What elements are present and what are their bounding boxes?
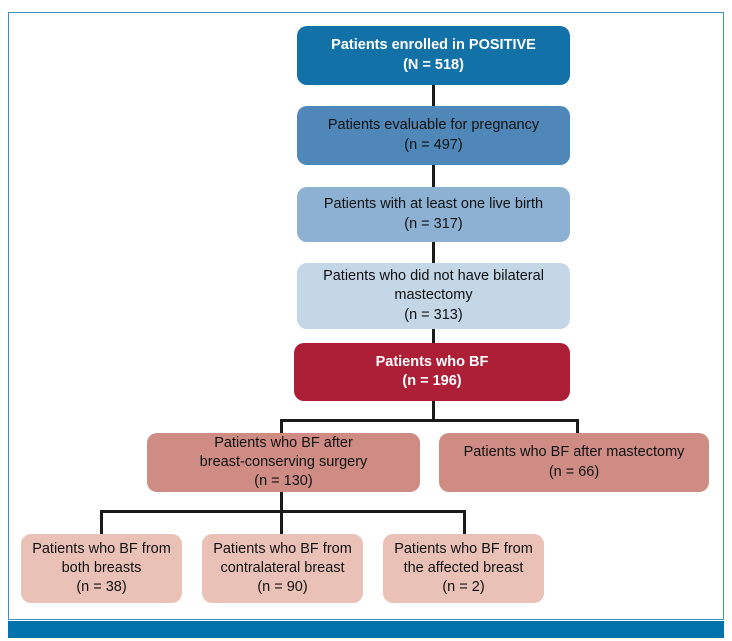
node-line-1: Patients who BF	[375, 353, 489, 370]
node-line-3: (n = 38)	[76, 579, 127, 596]
node-line-1: Patients with at least one live birth	[323, 196, 544, 213]
footer-accent-bar	[8, 621, 724, 638]
node-line-2: contralateral breast	[220, 559, 345, 576]
node-line-2: the affected breast	[403, 559, 524, 576]
node-line-2: (n = 317)	[404, 215, 463, 232]
connector-bf-to-mastectomy	[576, 419, 579, 435]
node-line-2: (n = 497)	[404, 136, 463, 153]
node-line-3: (n = 2)	[442, 579, 485, 596]
node-line-1: Patients who BF after mastectomy	[463, 444, 685, 461]
node-patients-evaluable: Patients evaluable for pregnancy (n = 49…	[297, 106, 570, 165]
connector-bcs-to-both-breasts	[100, 510, 103, 535]
connector-nobilateral-to-bf	[432, 328, 435, 344]
connector-bf-to-bcs	[280, 419, 283, 435]
connector-bf-crossbar	[280, 419, 579, 422]
connector-enrolled-to-evaluable	[432, 84, 435, 108]
node-line-3: (n = 130)	[254, 473, 313, 490]
node-line-2: both breasts	[61, 559, 142, 576]
node-bf-from-affected-breast: Patients who BF from the affected breast…	[383, 534, 544, 603]
node-bf-from-both-breasts: Patients who BF from both breasts (n = 3…	[21, 534, 182, 603]
node-line-1: Patients who BF from	[32, 540, 171, 557]
node-line-1: Patients who did not have bilateral	[323, 268, 544, 285]
node-line-1: Patients who BF after	[214, 434, 353, 451]
connector-bcs-stem	[280, 490, 283, 513]
node-line-1: Patients who BF from	[394, 540, 533, 557]
node-line-3: (n = 90)	[257, 579, 308, 596]
node-patients-enrolled: Patients enrolled in POSITIVE (N = 518)	[297, 26, 570, 85]
node-line-2: mastectomy	[394, 287, 473, 304]
node-line-2: (N = 518)	[403, 56, 464, 73]
node-line-1: Patients evaluable for pregnancy	[327, 117, 540, 134]
connector-bf-stem	[432, 400, 435, 422]
connector-livebirth-to-nobilateral	[432, 241, 435, 264]
node-line-1: Patients enrolled in POSITIVE	[331, 37, 536, 54]
connector-evaluable-to-livebirth	[432, 164, 435, 188]
node-line-2: (n = 196)	[402, 373, 462, 389]
node-patients-who-bf: Patients who BF (n = 196)	[294, 343, 570, 401]
node-patients-no-bilateral-mastectomy: Patients who did not have bilateral mast…	[297, 263, 570, 329]
connector-bcs-to-contralateral	[280, 510, 283, 535]
node-line-3: (n = 313)	[404, 306, 463, 323]
node-bf-after-breast-conserving-surgery: Patients who BF after breast-conserving …	[147, 433, 420, 492]
node-line-1: Patients who BF from	[213, 540, 352, 557]
node-bf-after-mastectomy: Patients who BF after mastectomy (n = 66…	[439, 433, 709, 492]
connector-bcs-crossbar	[100, 510, 466, 513]
node-patients-live-birth: Patients with at least one live birth (n…	[297, 187, 570, 242]
node-line-2: breast-conserving surgery	[199, 453, 368, 470]
node-bf-from-contralateral-breast: Patients who BF from contralateral breas…	[202, 534, 363, 603]
connector-bcs-to-affected	[463, 510, 466, 535]
node-line-2: (n = 66)	[548, 463, 600, 480]
